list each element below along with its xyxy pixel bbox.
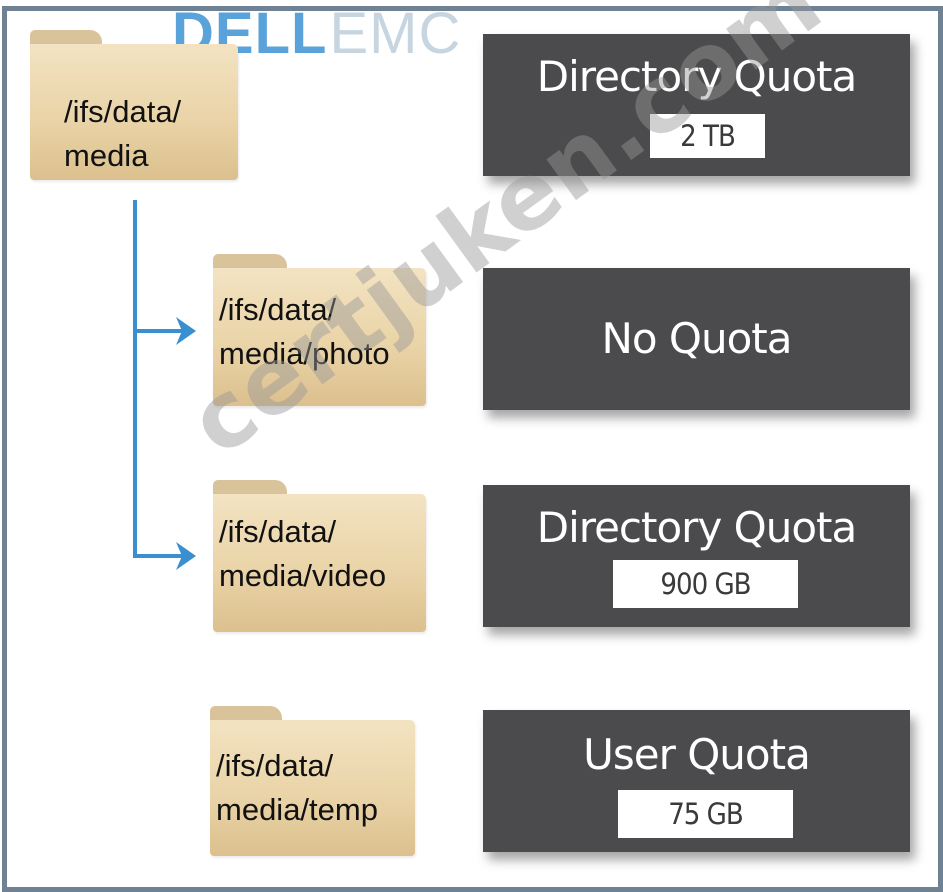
arrowhead-video-icon <box>176 542 196 570</box>
folder-path-line1: /ifs/data/ <box>216 748 334 783</box>
folder-path-line2: media/temp <box>216 792 378 827</box>
folder-media-photo: /ifs/data/ media/photo <box>213 254 426 406</box>
folder-path-line2: media <box>64 138 149 173</box>
folder-label: /ifs/data/ media/video <box>219 510 386 598</box>
folder-label: /ifs/data/ media <box>64 90 181 178</box>
quota-box-temp: User Quota 75 GB <box>483 710 910 852</box>
folder-label: /ifs/data/ media/photo <box>219 288 390 376</box>
quota-value: 75 GB <box>618 790 793 838</box>
quota-title: User Quota <box>583 730 811 779</box>
folder-media-temp: /ifs/data/ media/temp <box>210 706 415 856</box>
folder-label: /ifs/data/ media/temp <box>216 744 378 832</box>
quota-box-video: Directory Quota 900 GB <box>483 485 910 627</box>
folder-body <box>213 494 426 632</box>
quota-title: No Quota <box>601 314 792 363</box>
quota-value: 2 TB <box>650 114 765 158</box>
folder-media: /ifs/data/ media <box>30 30 238 180</box>
arrowhead-photo-icon <box>176 317 196 345</box>
quota-title: Directory Quota <box>536 503 858 552</box>
folder-body <box>30 44 238 180</box>
folder-path-line2: media/photo <box>219 336 390 371</box>
logo-emc-text: EMC <box>329 1 462 66</box>
quota-title: Directory Quota <box>536 52 858 101</box>
quota-box-media: Directory Quota 2 TB <box>483 34 910 176</box>
folder-path-line2: media/video <box>219 558 387 593</box>
quota-value: 900 GB <box>613 560 798 608</box>
folder-media-video: /ifs/data/ media/video <box>213 480 426 632</box>
folder-body <box>210 720 415 856</box>
folder-body <box>213 268 426 406</box>
folder-path-line1: /ifs/data/ <box>219 292 337 327</box>
quota-box-photo: No Quota <box>483 268 910 410</box>
folder-path-line1: /ifs/data/ <box>219 514 337 549</box>
folder-path-line1: /ifs/data/ <box>64 94 182 129</box>
